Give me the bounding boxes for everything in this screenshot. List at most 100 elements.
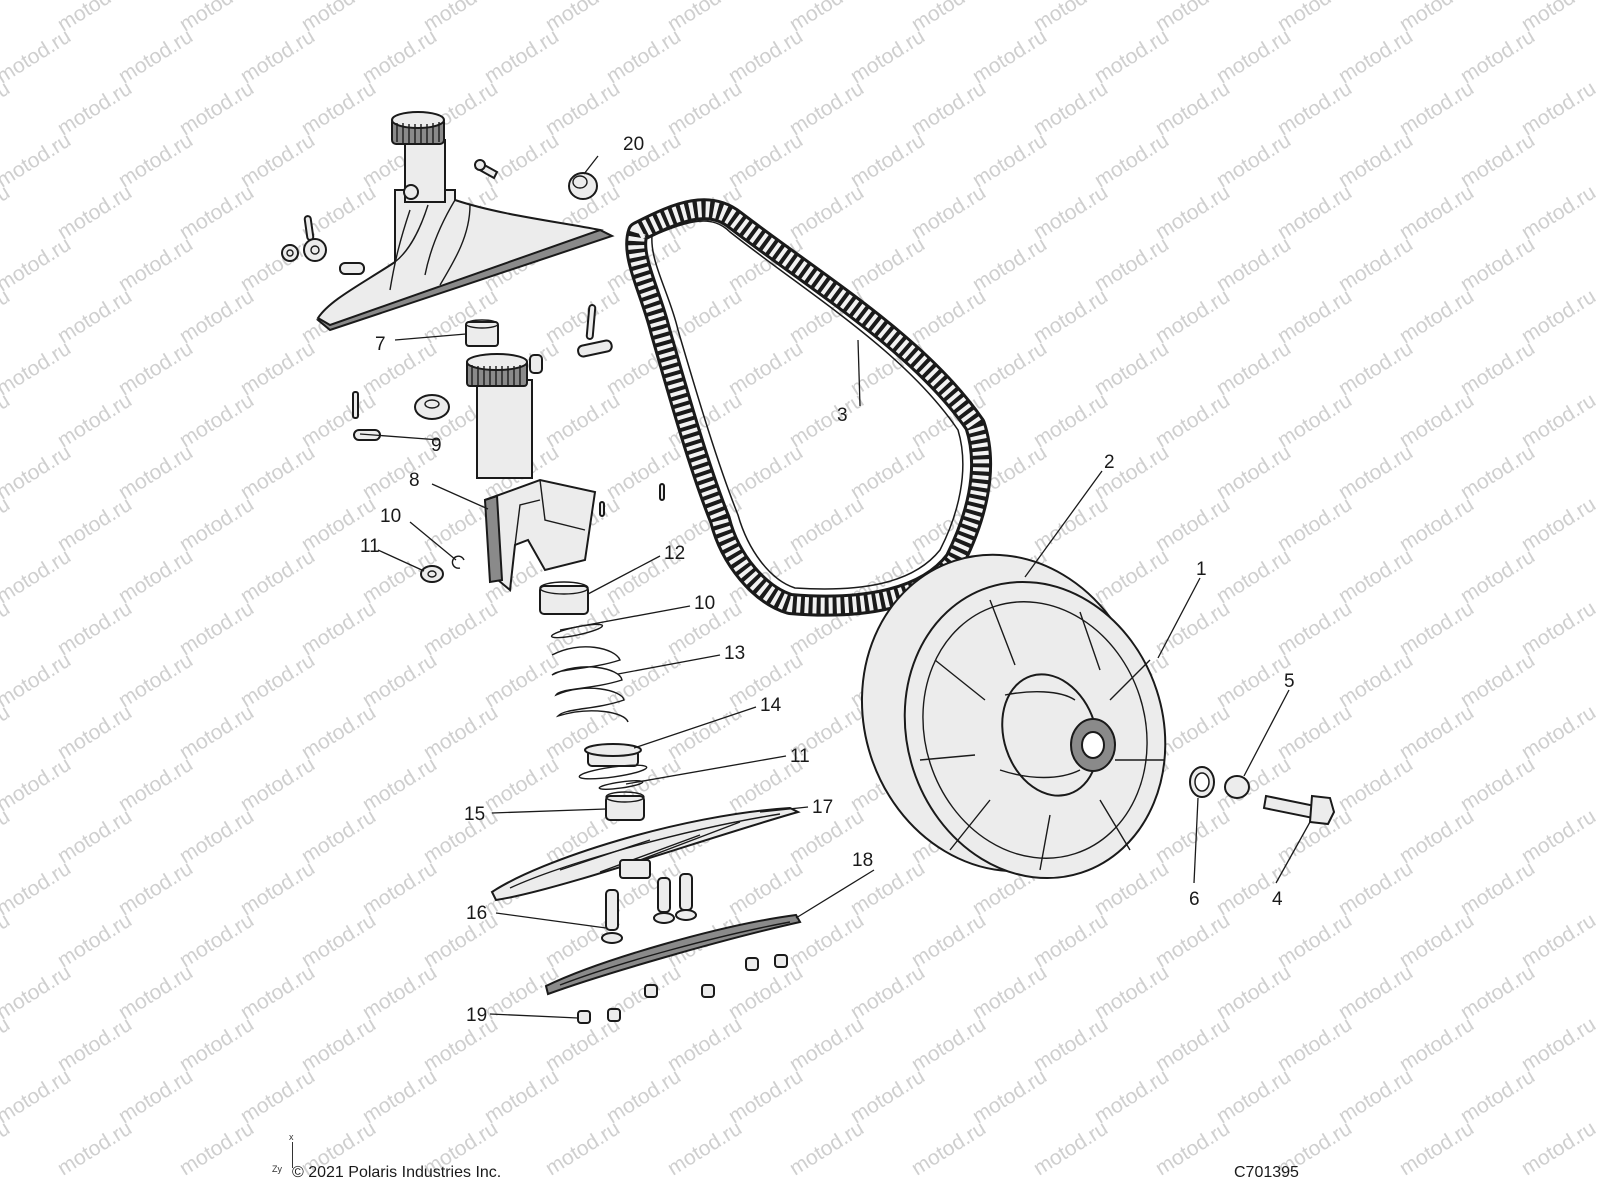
watermark-text: motod.ru xyxy=(1151,181,1233,244)
watermark-text: motod.ru xyxy=(0,77,14,140)
callout-11-upper: 11 xyxy=(360,536,380,557)
watermark-text: motod.ru xyxy=(297,909,379,972)
watermark-text: motod.ru xyxy=(1456,129,1538,192)
callout-10-upper: 10 xyxy=(380,506,401,527)
watermark-text: motod.ru xyxy=(663,1013,745,1076)
watermark-text: motod.ru xyxy=(1151,77,1233,140)
watermark-text: motod.ru xyxy=(1151,597,1233,660)
watermark-text: motod.ru xyxy=(175,805,257,868)
watermark-text: motod.ru xyxy=(968,233,1050,296)
part-6-washer xyxy=(1189,766,1215,798)
watermark-text: motod.ru xyxy=(1273,597,1355,660)
callout-16: 16 xyxy=(466,903,487,924)
watermark-text: motod.ru xyxy=(602,441,684,504)
watermark-text: motod.ru xyxy=(419,805,501,868)
callout-8: 8 xyxy=(409,470,420,491)
watermark-text: motod.ru xyxy=(968,961,1050,1024)
part-14-spring-seat xyxy=(578,743,648,790)
watermark-text: motod.ru xyxy=(1090,441,1172,504)
watermark-text: motod.ru xyxy=(1456,545,1538,608)
part-12-spring-cup xyxy=(539,581,589,615)
watermark-text: motod.ru xyxy=(1334,649,1416,712)
watermark-text: motod.ru xyxy=(1029,285,1111,348)
roller-pins xyxy=(352,304,665,517)
watermark-text: motod.ru xyxy=(419,597,501,660)
watermark-text: motod.ru xyxy=(1334,753,1416,816)
watermark-text: motod.ru xyxy=(1090,961,1172,1024)
watermark-text: motod.ru xyxy=(785,1117,867,1180)
watermark-text: motod.ru xyxy=(663,285,745,348)
watermark-text: motod.ru xyxy=(968,129,1050,192)
watermark-text: motod.ru xyxy=(53,389,135,452)
callout-3: 3 xyxy=(837,405,848,426)
watermark-text: motod.ru xyxy=(53,285,135,348)
watermark-text: motod.ru xyxy=(846,961,928,1024)
axis-indicator-x: x xyxy=(289,1132,294,1142)
part-18-friction-ring xyxy=(544,913,802,996)
watermark-text: motod.ru xyxy=(1212,961,1294,1024)
watermark-text: motod.ru xyxy=(1517,1013,1599,1076)
watermark-text: motod.ru xyxy=(1090,129,1172,192)
watermark-text: motod.ru xyxy=(175,701,257,764)
axis-indicator-zy: Zy xyxy=(272,1164,282,1174)
watermark-text: motod.ru xyxy=(1456,1065,1538,1128)
callout-13: 13 xyxy=(724,643,745,664)
callout-20: 20 xyxy=(623,134,644,155)
watermark-text: motod.ru xyxy=(724,25,806,88)
watermark-text: motod.ru xyxy=(1334,129,1416,192)
watermark-text: motod.ru xyxy=(1090,337,1172,400)
watermark-text: motod.ru xyxy=(846,441,928,504)
watermark-text: motod.ru xyxy=(0,337,75,400)
copyright-notice: © 2021 Polaris Industries Inc. xyxy=(292,1164,502,1181)
watermark-text: motod.ru xyxy=(358,649,440,712)
watermark-text: motod.ru xyxy=(1151,493,1233,556)
watermark-text: motod.ru xyxy=(785,181,867,244)
watermark-text: motod.ru xyxy=(0,1013,14,1076)
watermark-text: motod.ru xyxy=(1090,1065,1172,1128)
watermark-text: motod.ru xyxy=(114,649,196,712)
watermark-text: motod.ru xyxy=(1395,77,1477,140)
watermark-text: motod.ru xyxy=(1273,493,1355,556)
watermark-text: motod.ru xyxy=(480,129,562,192)
watermark-text: motod.ru xyxy=(1395,285,1477,348)
inner-shaft-sleeve xyxy=(466,353,533,479)
watermark-text: motod.ru xyxy=(236,961,318,1024)
part-1-primary-clutch xyxy=(860,553,1167,880)
part-15-bushing xyxy=(605,791,645,821)
figure-code: C701395 xyxy=(1234,1164,1299,1181)
watermark-text: motod.ru xyxy=(1456,25,1538,88)
watermark-text: motod.ru xyxy=(907,909,989,972)
watermark-text: motod.ru xyxy=(0,285,14,348)
watermark-text: motod.ru xyxy=(1029,1013,1111,1076)
part-7-bushing xyxy=(465,319,499,347)
watermark-text: motod.ru xyxy=(907,181,989,244)
watermark-text: motod.ru xyxy=(480,25,562,88)
watermark-text: motod.ru xyxy=(785,493,867,556)
roller-ring xyxy=(414,394,450,420)
watermark-text: motod.ru xyxy=(1212,25,1294,88)
watermark-text: motod.ru xyxy=(1090,857,1172,920)
watermark-text: motod.ru xyxy=(114,545,196,608)
watermark-text: motod.ru xyxy=(1212,233,1294,296)
watermark-text: motod.ru xyxy=(1151,909,1233,972)
part-17-cover-plate xyxy=(490,806,801,902)
watermark-text: motod.ru xyxy=(1212,129,1294,192)
watermark-text: motod.ru xyxy=(53,597,135,660)
watermark-text: motod.ru xyxy=(175,597,257,660)
part-5-washer xyxy=(1224,775,1250,799)
watermark-text: motod.ru xyxy=(175,77,257,140)
watermark-text: motod.ru xyxy=(236,545,318,608)
watermark-text: motod.ru xyxy=(175,493,257,556)
watermark-text: motod.ru xyxy=(1517,597,1599,660)
clip-and-washer xyxy=(420,555,465,583)
watermark-text: motod.ru xyxy=(358,1065,440,1128)
watermark-text: motod.ru xyxy=(114,857,196,920)
watermark-text: motod.ru xyxy=(907,1013,989,1076)
watermark-text: motod.ru xyxy=(1273,701,1355,764)
watermark-text: motod.ru xyxy=(114,337,196,400)
moveable-sheave xyxy=(281,111,615,332)
watermark-text: motod.ru xyxy=(53,909,135,972)
watermark-text: motod.ru xyxy=(1273,1013,1355,1076)
watermark-text: motod.ru xyxy=(0,649,75,712)
watermark-text: motod.ru xyxy=(1456,961,1538,1024)
